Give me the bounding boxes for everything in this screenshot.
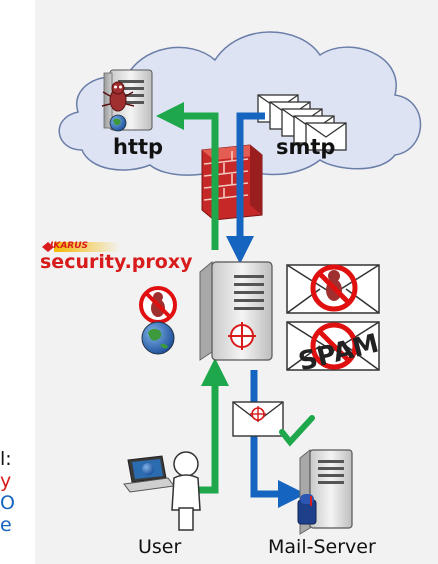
checked-mail-icon: [232, 401, 315, 447]
outbound-path-top: [156, 102, 219, 250]
http-label: http: [113, 135, 164, 159]
blocked-malware-mail-icon: [286, 264, 380, 314]
user-laptop-icon: [123, 451, 201, 531]
brand-logo-icon: [42, 242, 120, 252]
globe-icon: [109, 114, 127, 132]
user-label: User: [138, 536, 182, 558]
bug-icon: [101, 81, 135, 112]
firewall-icon: [201, 144, 263, 221]
cut-text-line3: O: [0, 492, 15, 514]
blocked-malware-icon: [139, 286, 177, 355]
brand-logo-text: IKARUS: [50, 241, 89, 251]
mail-server-icon: [297, 448, 353, 535]
smtp-label: smtp: [276, 135, 336, 159]
inbound-path-top: [226, 112, 265, 264]
brand-product-name: security.proxy: [40, 251, 193, 273]
mail-server-label: Mail-Server: [268, 536, 376, 558]
blocked-spam-mail-icon: [286, 321, 380, 371]
cut-text-line2: y: [0, 470, 12, 492]
proxy-server-icon: [199, 260, 273, 361]
cut-text-line1: l:: [0, 448, 12, 470]
cut-text-line4: e: [0, 514, 12, 536]
